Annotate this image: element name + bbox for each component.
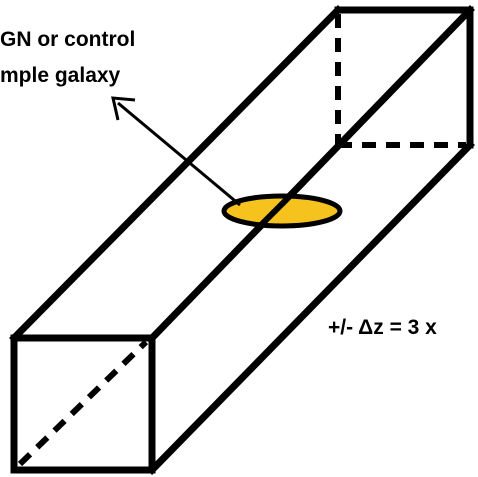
redshift-label: +/- Δz = 3 x [328, 316, 437, 339]
bottom-right-long-edge [147, 140, 475, 475]
top-right-long-edge [147, 5, 475, 343]
sample-label-line1: GN or control [0, 28, 135, 51]
front-face [10, 334, 156, 474]
hidden-edges [17, 14, 466, 467]
galaxy-ellipse [221, 193, 343, 229]
sample-label-line2: mple galaxy [0, 64, 121, 87]
top-left-long-edge [9, 5, 343, 343]
edge-over-galaxy [255, 179, 307, 231]
pointer-arrow [111, 96, 241, 207]
box-edges [9, 5, 475, 475]
front-diagonal-hidden-edge [17, 339, 149, 467]
